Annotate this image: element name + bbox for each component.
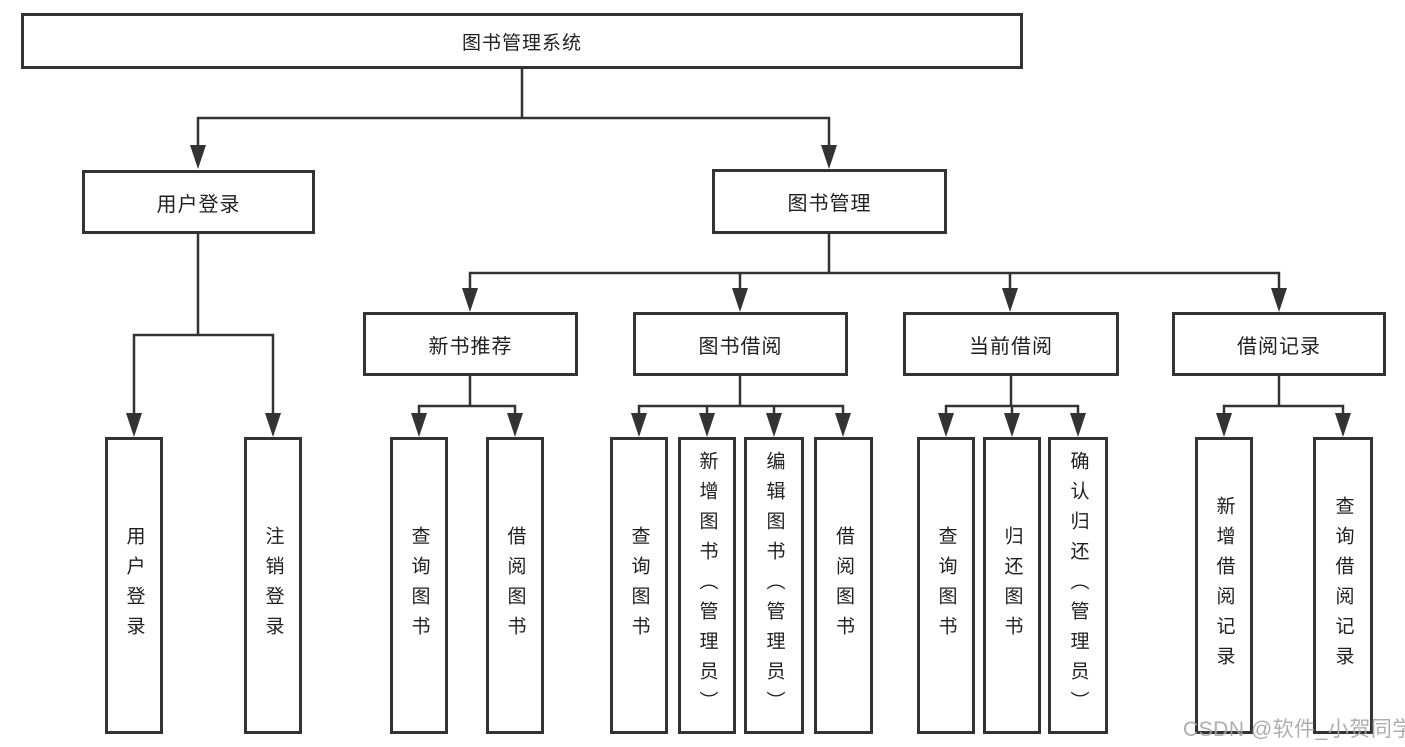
leaf-borrow-book: 借阅图书 [814,437,873,734]
node-user-login: 用户登录 [82,170,315,234]
node-book-management: 图书管理 [712,169,947,234]
leaf-add-book-admin: 新增图书（管理员） [678,437,736,734]
node-current-borrow: 当前借阅 [903,312,1119,376]
node-borrow-records: 借阅记录 [1172,312,1386,376]
node-new-book-recommend: 新书推荐 [363,312,578,376]
leaf-confirm-return-admin: 确认归还（管理员） [1048,437,1108,734]
csdn-watermark: CSDN @软件_小贺同学 [1183,718,1405,741]
leaf-return-book: 归还图书 [983,437,1041,734]
leaf-add-borrow-record: 新增借阅记录 [1195,437,1253,734]
node-library-management-system: 图书管理系统 [21,13,1023,69]
leaf-user-login: 用户登录 [105,437,163,734]
leaf-query-book-current: 查询图书 [917,437,975,734]
leaf-logout: 注销登录 [244,437,302,734]
leaf-query-borrow-record: 查询借阅记录 [1313,437,1373,734]
leaf-borrow-book-recommend: 借阅图书 [486,437,544,734]
leaf-query-book-recommend: 查询图书 [390,437,448,734]
leaf-edit-book-admin: 编辑图书（管理员） [744,437,804,734]
node-book-borrow: 图书借阅 [633,312,848,376]
leaf-query-book-borrow: 查询图书 [610,437,668,734]
